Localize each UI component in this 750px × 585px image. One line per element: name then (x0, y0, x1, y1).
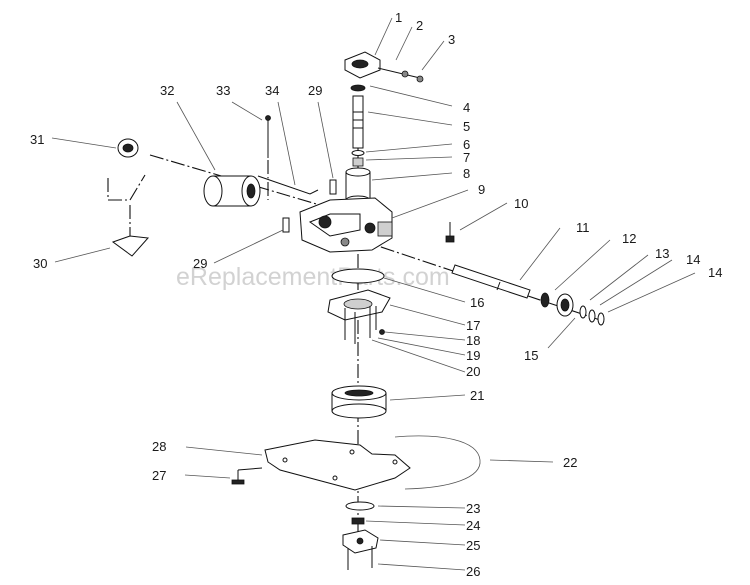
callout-31: 31 (30, 132, 44, 147)
part-32-motor (203, 175, 261, 207)
callout-17: 17 (466, 318, 480, 333)
part-10-bolt (445, 222, 455, 243)
callout-34: 34 (265, 83, 279, 98)
callout-9: 9 (478, 182, 485, 197)
part-29-pin-b (282, 217, 290, 233)
callout-3: 3 (448, 32, 455, 47)
part-12-ring (540, 292, 550, 308)
leader-lines (51, 17, 696, 571)
callout-7: 7 (463, 150, 470, 165)
callout-32: 32 (160, 83, 174, 98)
callout-12: 12 (622, 231, 636, 246)
part-2-3-lever (377, 67, 424, 83)
part-31-bearing (117, 138, 139, 158)
callout-27: 27 (152, 468, 166, 483)
part-26-bolts (347, 546, 373, 570)
part-30-tip (111, 235, 150, 257)
part-14-ring-b (597, 312, 605, 326)
part-4-washer (350, 84, 366, 92)
callout-15: 15 (524, 348, 538, 363)
callout-23: 23 (466, 501, 480, 516)
callout-4: 4 (463, 100, 470, 115)
parts (111, 51, 605, 570)
callout-5: 5 (463, 119, 470, 134)
part-34-bracket (257, 175, 319, 195)
part-14-ring-a (588, 309, 596, 323)
callout-14-b: 14 (708, 265, 722, 280)
callout-28: 28 (152, 439, 166, 454)
callout-20: 20 (466, 364, 480, 379)
callout-6: 6 (463, 137, 470, 152)
part-21-bearing (331, 385, 387, 419)
part-23-seal (345, 501, 375, 511)
part-18-20-pins (344, 306, 385, 344)
callout-8: 8 (463, 166, 470, 181)
part-22-gasket (394, 435, 481, 490)
part-25-cover (342, 529, 379, 554)
part-5-shaft (352, 95, 364, 149)
callout-21: 21 (470, 388, 484, 403)
callout-30: 30 (33, 256, 47, 271)
part-15-gear (556, 293, 574, 317)
callout-14-a: 14 (686, 252, 700, 267)
callout-labels: 1 2 3 4 5 6 7 8 9 10 11 12 13 14 14 15 1… (30, 10, 722, 579)
part-17-plate (327, 289, 391, 321)
watermark: eReplacementParts.com (176, 263, 450, 291)
callout-2: 2 (416, 18, 423, 33)
callout-10: 10 (514, 196, 528, 211)
part-27-screw (231, 467, 263, 485)
callout-25: 25 (466, 538, 480, 553)
callout-13: 13 (655, 246, 669, 261)
part-16-oring (331, 268, 385, 284)
callout-1: 1 (395, 10, 402, 25)
callout-33: 33 (216, 83, 230, 98)
callout-16: 16 (470, 295, 484, 310)
callout-29-bottom: 29 (193, 256, 207, 271)
part-1-cap (344, 51, 381, 79)
part-29-pin-a (329, 179, 337, 195)
part-33-pin (265, 115, 271, 158)
part-24-washer (351, 517, 365, 525)
callout-22: 22 (563, 455, 577, 470)
part-6-ring (351, 150, 365, 156)
callout-18: 18 (466, 333, 480, 348)
callout-11: 11 (576, 220, 590, 235)
callout-19: 19 (466, 348, 480, 363)
callout-26: 26 (466, 564, 480, 579)
callout-24: 24 (466, 518, 480, 533)
part-11-shaft (451, 264, 531, 299)
callout-29-top: 29 (308, 83, 322, 98)
part-9-housing (299, 197, 393, 253)
part-13-ring (579, 305, 587, 319)
part-28-base-plate (264, 439, 411, 491)
part-7-spring (352, 157, 364, 167)
